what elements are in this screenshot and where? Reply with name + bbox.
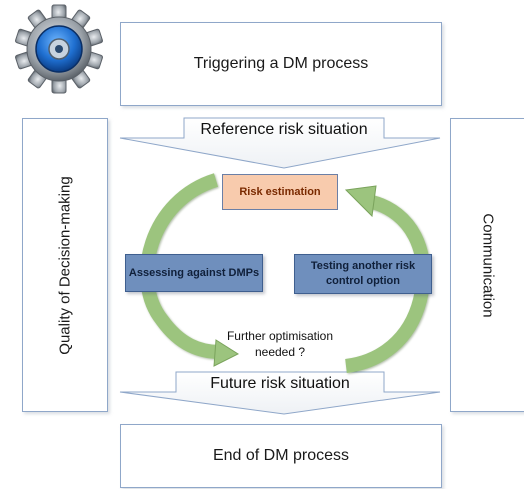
quality-box: Quality of Decision-making [22,118,108,412]
communication-box: Communication [450,118,524,412]
further-optimisation-note: Further optimisation needed ? [218,328,342,360]
risk-estimation-box: Risk estimation [222,174,338,210]
reference-arrow [119,117,441,169]
note-line1: Further optimisation [226,329,334,343]
left-cycle-arrowhead [213,339,240,367]
future-label: Future risk situation [210,375,350,392]
future-arrow [119,371,441,415]
risk-estimation-label: Risk estimation [239,186,321,198]
testing-label-line2: control option [326,275,400,287]
trigger-label: Triggering a DM process [193,55,369,72]
right-cycle-arrowhead [344,185,377,218]
assessing-label: Assessing against DMPs [128,266,260,279]
end-box: End of DM process [120,424,442,488]
left-cycle-arrow [140,173,221,359]
testing-box: Testing another risk control option [294,254,432,294]
right-cycle-arrow [344,195,431,373]
reference-label: Reference risk situation [200,121,368,138]
end-label: End of DM process [212,447,350,464]
note-line2: needed ? [254,345,306,360]
testing-label-line1: Testing another risk [310,260,416,273]
assessing-box: Assessing against DMPs [125,254,263,292]
gear-icon [15,4,103,94]
trigger-box: Triggering a DM process [120,22,442,106]
